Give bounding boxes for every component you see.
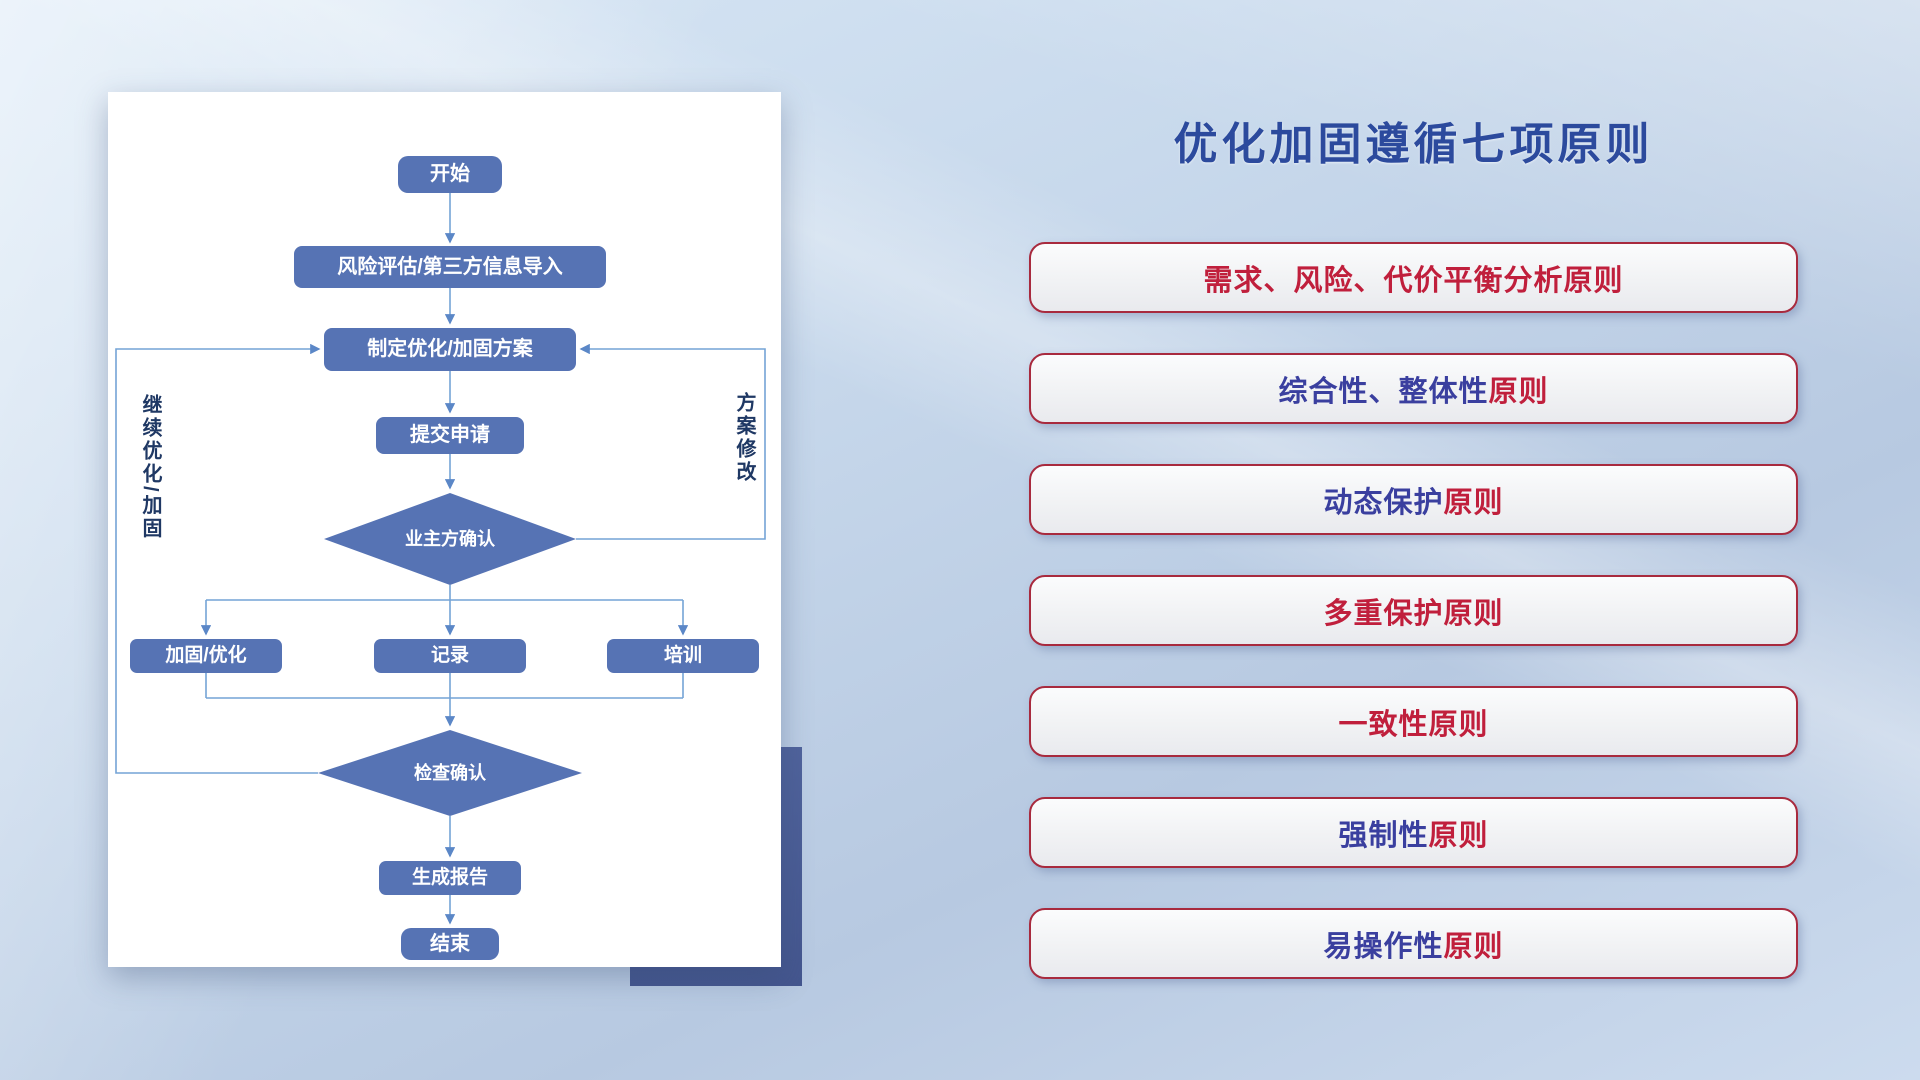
flow-node-training-label: 培训 [663,645,702,667]
flow-node-training: 培训 [607,639,759,673]
principles-list: 需求、风险、代价平衡分析原则综合性、整体性原则动态保护原则多重保护原则一致性原则… [1029,242,1798,979]
principles-panel: 优化加固遵循七项原则 需求、风险、代价平衡分析原则综合性、整体性原则动态保护原则… [1029,0,1798,1080]
principle-text-segment: 原则 [1428,819,1489,852]
principle-text-segment: 原则 [1488,375,1549,408]
principle-text-segment: 易操作性 [1323,930,1444,963]
principle-box-5: 一致性原则 [1029,686,1798,757]
principle-text-segment: 多重保护原则 [1323,597,1504,630]
principle-text-segment: 需求、风险、代价平衡分析原则 [1203,264,1624,297]
flow-node-check-confirm-label: 检查确认 [414,762,486,783]
slide-title: 优化加固遵循七项原则 [1173,120,1654,169]
principle-text-segment: 原则 [1443,930,1504,963]
flow-node-report: 生成报告 [379,861,521,895]
flow-node-start: 开始 [398,156,502,193]
flow-node-submit-label: 提交申请 [410,424,490,446]
flow-node-make-plan-label: 制定优化/加固方案 [367,338,533,360]
principle-text-segment: 原则 [1443,486,1504,519]
flow-node-owner-confirm-label: 业主方确认 [405,528,495,549]
flow-node-end: 结束 [401,928,499,960]
flow-node-start-label: 开始 [430,163,470,185]
flow-loop-continue [115,343,321,774]
flow-loop-modify [576,343,766,540]
principle-box-2: 综合性、整体性原则 [1029,353,1798,424]
flow-label-modify-loop: 方案修改 [733,392,755,484]
principle-box-1: 需求、风险、代价平衡分析原则 [1029,242,1798,313]
principle-text-segment: 强制性 [1338,819,1429,852]
flow-node-risk-import: 风险评估/第三方信息导入 [294,246,606,288]
flow-node-record-label: 记录 [430,645,469,667]
principle-box-6: 强制性原则 [1029,797,1798,868]
principle-text-segment: 一致性原则 [1338,708,1489,741]
flow-node-reinforce: 加固/优化 [130,639,282,673]
flow-node-risk-import-label: 风险评估/第三方信息导入 [337,255,563,278]
flow-connectors [115,193,766,925]
principle-text-segment: 综合性、整体性 [1278,375,1489,408]
flow-node-submit: 提交申请 [376,417,524,454]
principle-box-3: 动态保护原则 [1029,464,1798,535]
flow-label-continue-loop: 继续优化/加固 [139,394,161,541]
flow-node-report-label: 生成报告 [411,867,488,889]
flow-node-record: 记录 [374,639,526,673]
principle-box-4: 多重保护原则 [1029,575,1798,646]
principle-box-7: 易操作性原则 [1029,908,1798,979]
flow-node-reinforce-label: 加固/优化 [165,645,247,667]
flow-node-end-label: 结束 [430,932,470,955]
flowchart-card: 开始 风险评估/第三方信息导入 制定优化/加固方案 提交申请 业主方确认 加固/… [108,92,781,967]
principle-text-segment: 动态保护 [1323,486,1444,519]
flow-node-make-plan: 制定优化/加固方案 [324,328,576,371]
